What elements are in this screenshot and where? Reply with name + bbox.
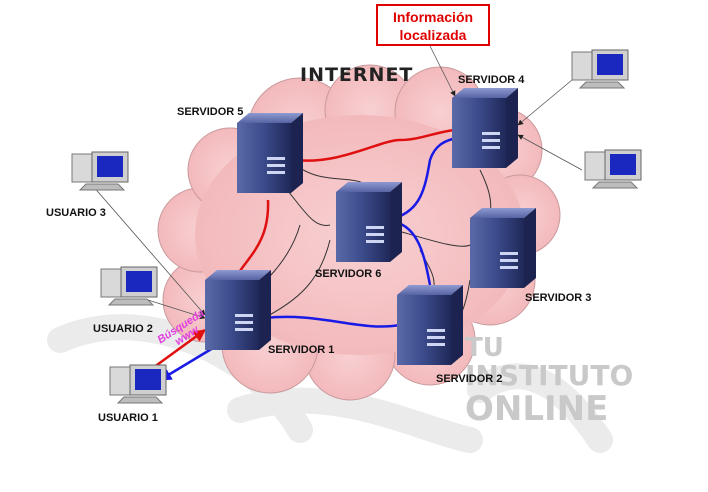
- label-server-3: SERVIDOR 3: [525, 292, 592, 304]
- server-5-icon: [237, 113, 303, 193]
- label-user-1: USUARIO 1: [98, 412, 158, 424]
- callout-line-2: localizada: [399, 27, 467, 43]
- label-server-1: SERVIDOR 1: [268, 344, 335, 356]
- user-arrows: [91, 45, 583, 320]
- label-user-3: USUARIO 3: [46, 207, 106, 219]
- computer-user-3-icon: [71, 151, 129, 191]
- label-server-6: SERVIDOR 6: [315, 268, 382, 280]
- label-server-2: SERVIDOR 2: [436, 373, 503, 385]
- label-server-4: SERVIDOR 4: [458, 74, 525, 86]
- server-1-icon: [205, 270, 271, 350]
- watermark-swoosh: [47, 314, 613, 453]
- callout-line-1: Información: [392, 9, 474, 25]
- label-server-5: SERVIDOR 5: [177, 106, 244, 118]
- computer-user-2-icon: [100, 266, 158, 306]
- watermark-text: TU INSTITUTO ONLINE: [465, 335, 633, 427]
- result-arrow-blue: [158, 343, 219, 382]
- watermark-line-2: INSTITUTO: [465, 359, 634, 392]
- watermark-line-1: TU: [465, 333, 504, 363]
- server-4-icon: [452, 88, 518, 168]
- server-6-icon: [336, 182, 402, 262]
- server-3-icon: [470, 208, 536, 288]
- server-2-icon: [397, 285, 463, 365]
- label-user-2: USUARIO 2: [93, 323, 153, 335]
- info-callout: Información localizada: [376, 4, 490, 46]
- computer-user-1-icon: [109, 364, 167, 404]
- computer-right-icon: [584, 149, 642, 189]
- internet-title: INTERNET: [300, 64, 414, 86]
- computer-top-right-icon: [571, 49, 629, 89]
- search-arrow-red: [149, 328, 207, 372]
- watermark-line-3: ONLINE: [465, 389, 609, 429]
